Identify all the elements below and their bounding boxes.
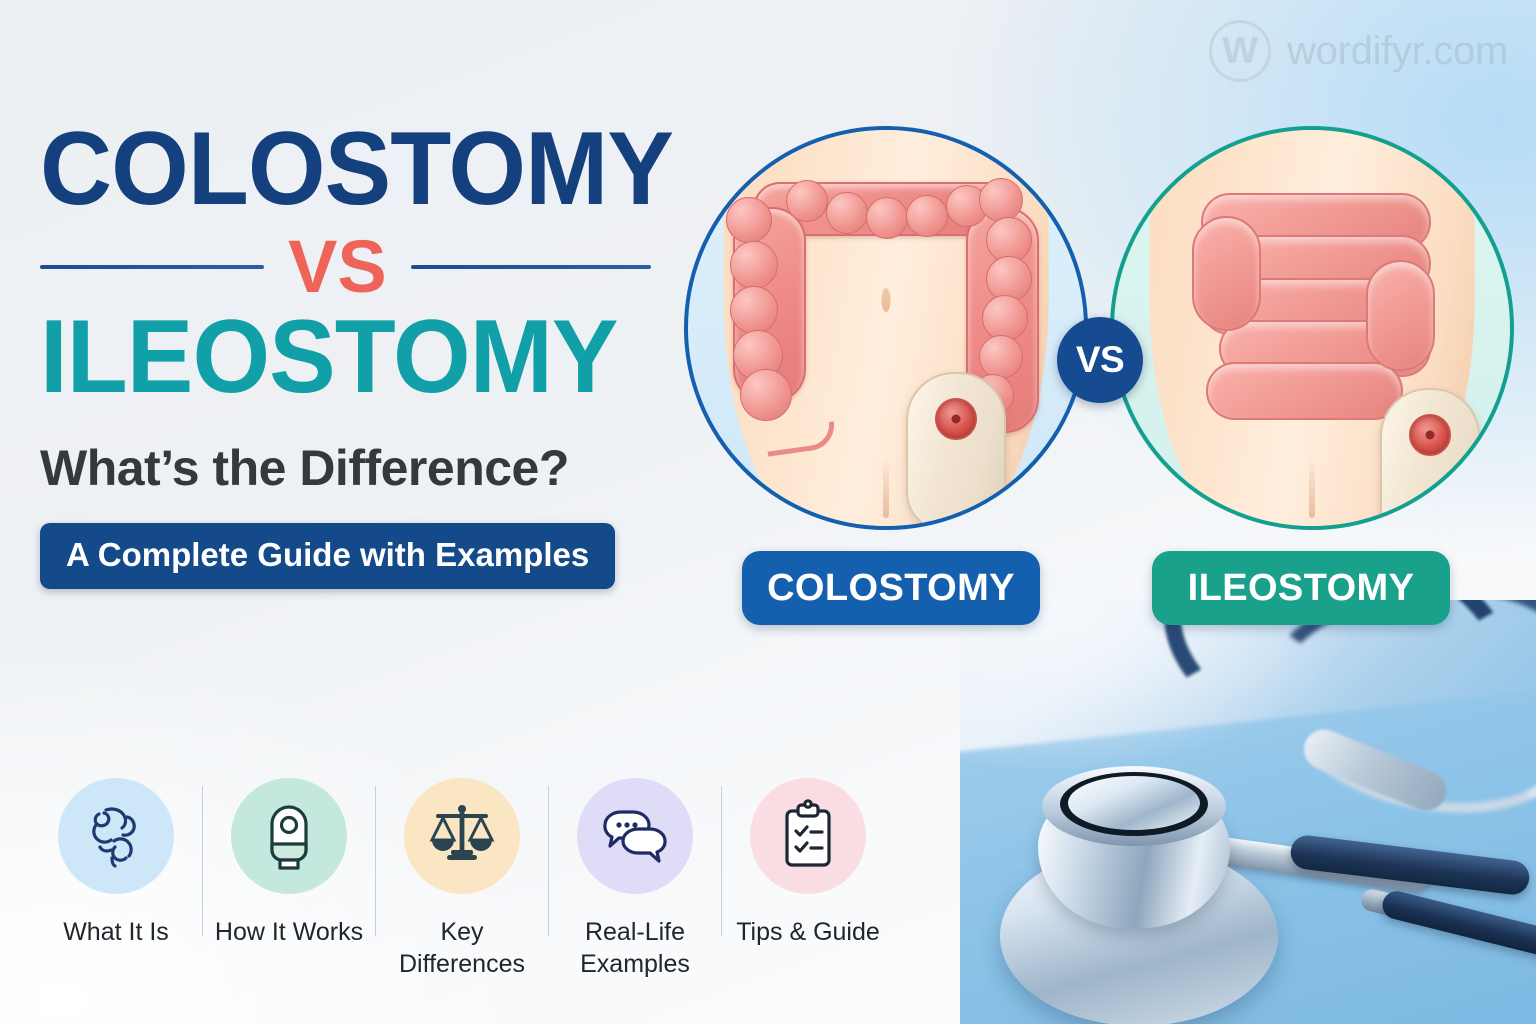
clipboard-checklist-icon bbox=[750, 778, 866, 894]
topic-label: What It Is bbox=[63, 918, 169, 946]
topic-key-differences[interactable]: Key Differences bbox=[382, 778, 542, 980]
topic-real-life-examples[interactable]: Real-Life Examples bbox=[555, 778, 715, 980]
divider-right bbox=[410, 264, 651, 269]
topic-how-it-works[interactable]: How It Works bbox=[209, 778, 369, 948]
topic-strip: What It Is How It Works bbox=[36, 778, 888, 980]
stoma-icon bbox=[935, 398, 977, 440]
balance-scale-icon bbox=[404, 778, 520, 894]
intestine-icon bbox=[58, 778, 174, 894]
topic-what-it-is[interactable]: What It Is bbox=[36, 778, 196, 948]
title-vs-text: VS bbox=[288, 224, 387, 308]
chat-bubbles-icon bbox=[577, 778, 693, 894]
ostomy-pouch-colostomy bbox=[906, 372, 1006, 526]
divider-left bbox=[40, 264, 264, 269]
page-subtitle: What’s the Difference? bbox=[40, 440, 569, 497]
topic-label: How It Works bbox=[214, 918, 364, 946]
stoma-icon bbox=[1409, 414, 1451, 456]
topic-tips-and-guide[interactable]: Tips & Guide bbox=[728, 778, 888, 948]
ostomy-pouch-ileostomy bbox=[1380, 388, 1480, 526]
topic-label: Key Differences bbox=[399, 918, 525, 978]
strip-divider bbox=[202, 786, 203, 936]
circled-w-logo-icon: W bbox=[1209, 20, 1272, 82]
title-line-colostomy: COLOSTOMY bbox=[40, 111, 674, 227]
strip-divider bbox=[375, 786, 376, 936]
guide-badge-wrap: A Complete Guide with Examples bbox=[40, 523, 700, 590]
title-line-ileostomy: ILEOSTOMY bbox=[40, 298, 618, 415]
small-intestine-graphic bbox=[1191, 193, 1436, 420]
strip-divider bbox=[548, 786, 549, 936]
large-intestine-graphic bbox=[720, 177, 1053, 458]
ileostomy-illustration bbox=[1110, 126, 1514, 530]
site-watermark: W wordifyr.com bbox=[1209, 20, 1508, 82]
strip-divider bbox=[721, 786, 722, 936]
stethoscope-background-photo bbox=[960, 600, 1536, 1024]
label-pill-ileostomy: ILEOSTOMY bbox=[1152, 551, 1450, 625]
site-name: wordifyr.com bbox=[1287, 28, 1508, 73]
colostomy-illustration bbox=[684, 126, 1088, 530]
headline-block: COLOSTOMY VS ILEOSTOMY What’s the Differ… bbox=[40, 111, 700, 590]
guide-badge: A Complete Guide with Examples bbox=[40, 523, 616, 590]
topic-label: Tips & Guide bbox=[736, 918, 880, 946]
ostomy-pouch-icon bbox=[231, 778, 347, 894]
topic-label: Real-Life Examples bbox=[580, 918, 690, 978]
label-pill-colostomy: COLOSTOMY bbox=[742, 551, 1040, 625]
vs-badge: VS bbox=[1057, 317, 1143, 403]
title-versus-row: VS bbox=[40, 229, 700, 303]
